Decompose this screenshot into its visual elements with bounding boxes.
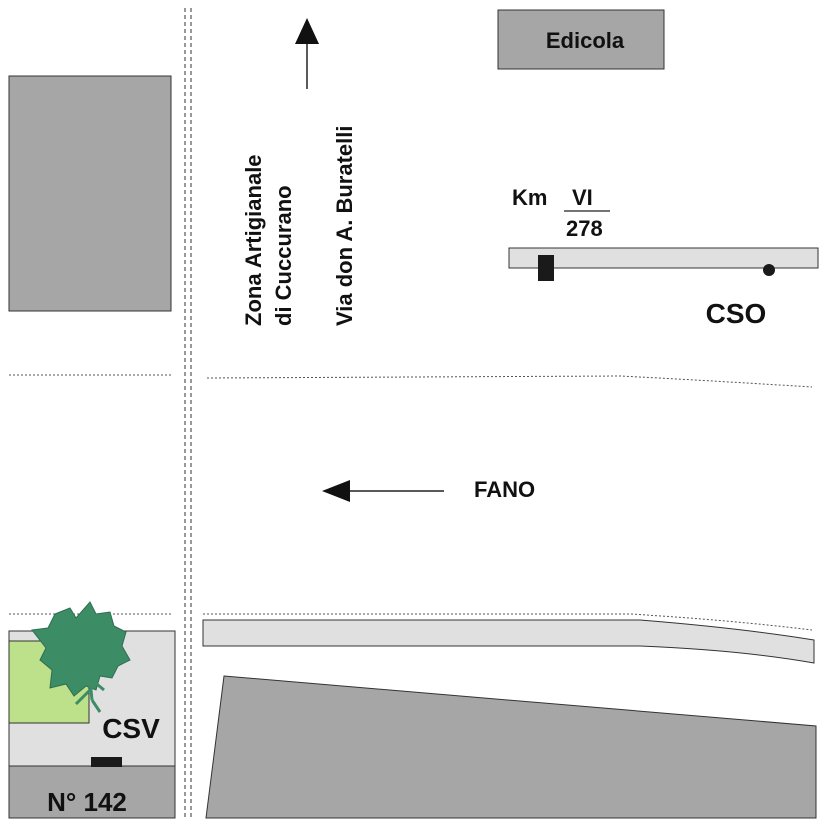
km-roman-label: VI xyxy=(572,185,593,210)
fano-label: FANO xyxy=(474,477,535,502)
bus-stop-marker xyxy=(538,255,554,281)
km-label: Km xyxy=(512,185,547,210)
bus-stop-marker-csv xyxy=(91,757,122,767)
km-marker: Km VI 278 xyxy=(512,185,610,241)
edicola-building: Edicola xyxy=(497,9,665,70)
via-buratelli-label: Via don A. Buratelli xyxy=(332,126,357,326)
arrow-left-icon xyxy=(322,480,444,502)
sidewalk-top xyxy=(508,247,819,269)
km-number-label: 278 xyxy=(566,216,603,241)
cuccurano-label: di Cuccurano xyxy=(271,185,296,326)
arrow-up-icon xyxy=(295,18,319,89)
tree-icon xyxy=(31,601,131,713)
dot-marker xyxy=(763,264,775,276)
csv-label: CSV xyxy=(102,713,160,744)
edicola-label: Edicola xyxy=(546,28,625,53)
road-edge-dotted-right-upper xyxy=(206,375,813,388)
building-top-left xyxy=(8,75,172,312)
civic-number-label: N° 142 xyxy=(47,787,127,817)
zona-artigianale-label: Zona Artigianale xyxy=(241,154,266,326)
building-lower-left xyxy=(8,765,176,819)
road-edge-dotted-right-lower xyxy=(203,613,813,631)
cso-label: CSO xyxy=(706,298,767,329)
sidewalk-lower-right xyxy=(202,619,815,664)
building-lower-right xyxy=(205,675,817,819)
